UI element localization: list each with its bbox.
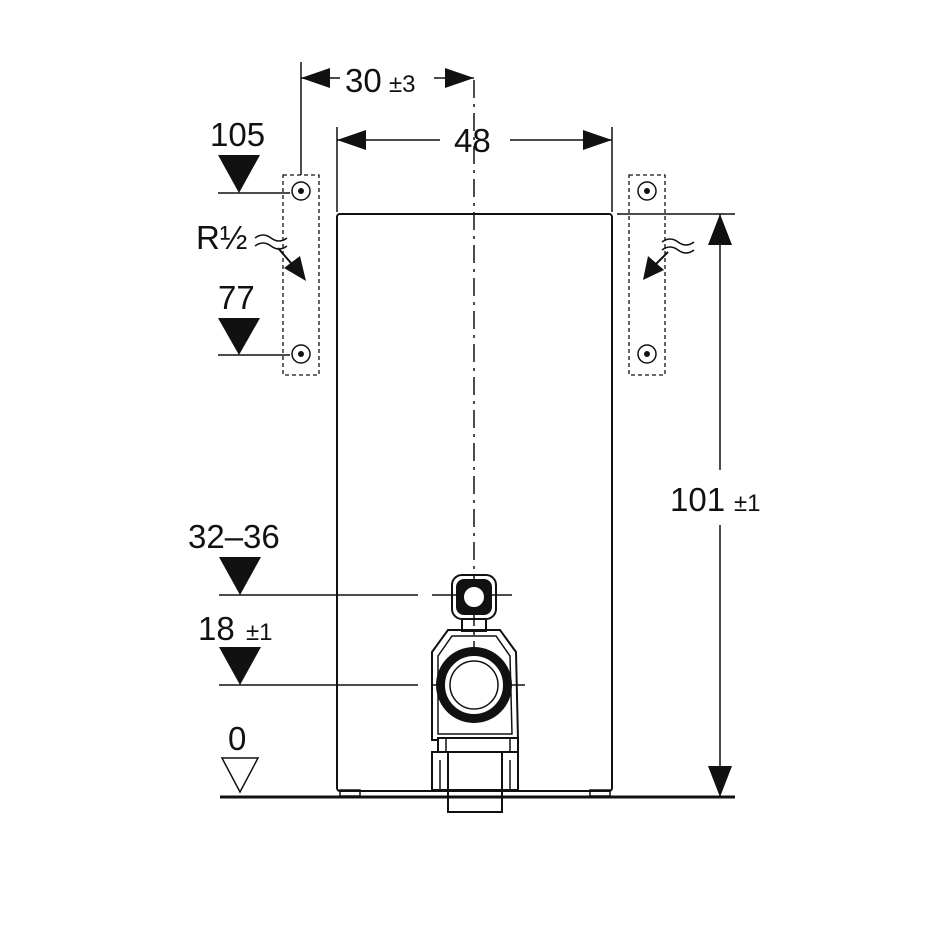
dimension-width-value: 48 (454, 122, 491, 159)
dimension-height-value: 101 (670, 481, 725, 518)
dimension-projection: 30 ±3 (300, 62, 474, 175)
water-connection-left: R½ (196, 219, 306, 281)
dimension-width: 48 (336, 122, 613, 212)
wall-bracket-left (282, 174, 320, 376)
dimension-projection-value: 30 (345, 62, 382, 99)
module-foot-left (339, 789, 361, 797)
level-32-36-label: 32–36 (188, 518, 280, 555)
level-105-label: 105 (210, 116, 265, 153)
dimension-projection-tolerance: ±3 (389, 71, 416, 98)
level-marker-32-36: 32–36 (188, 518, 512, 596)
drain-assembly (431, 574, 520, 813)
dimension-height: 101 ±1 (617, 213, 761, 797)
level-77-label: 77 (218, 279, 255, 316)
level-marker-0: 0 (220, 720, 260, 794)
water-connection-right (643, 238, 695, 280)
connection-label: R½ (196, 219, 247, 256)
dimension-height-tolerance: ±1 (734, 490, 761, 517)
module-foot-right (589, 789, 611, 797)
level-marker-105: 105 (210, 116, 290, 194)
level-18-value: 18 (198, 610, 235, 647)
level-18-tolerance: ±1 (246, 619, 273, 646)
level-0-label: 0 (228, 720, 246, 757)
wall-bracket-right (628, 174, 666, 376)
level-marker-77: 77 (218, 279, 290, 356)
